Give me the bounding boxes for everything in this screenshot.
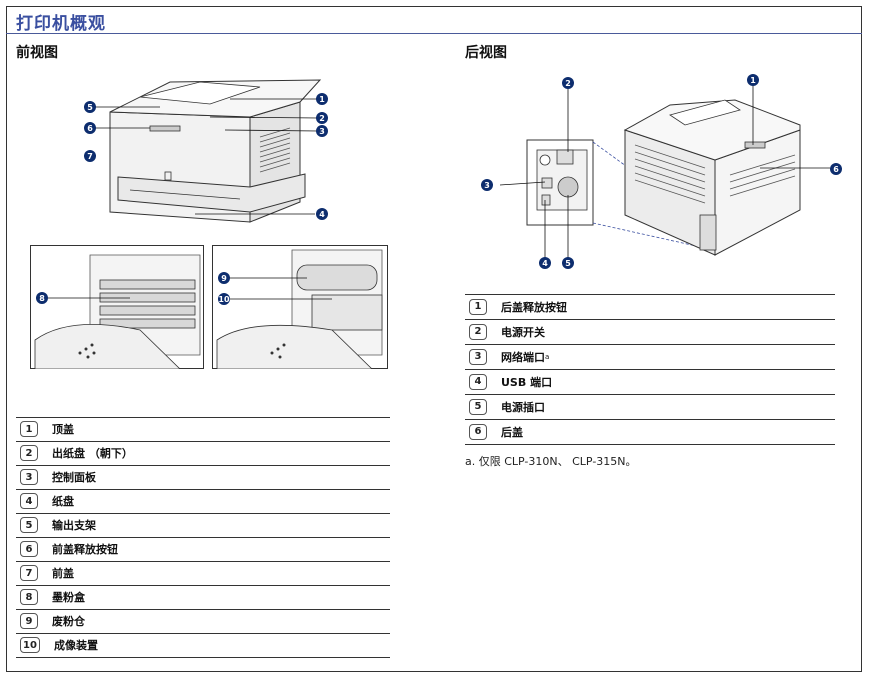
- legend-number: 1: [20, 421, 38, 437]
- front-callout-8: 8: [36, 292, 48, 304]
- legend-label: 顶盖: [52, 423, 74, 436]
- legend-number: 7: [20, 565, 38, 581]
- rear-callout-2: 2: [562, 77, 574, 89]
- legend-label: 输出支架: [52, 519, 96, 532]
- legend-row: 6 后盖: [465, 419, 835, 445]
- rear-view-heading: 后视图: [465, 45, 507, 61]
- imaging-unit-detail-illustration: [212, 245, 388, 369]
- legend-label: 电源插口: [501, 400, 545, 414]
- legend-row: 1 后盖释放按钮: [465, 294, 835, 320]
- legend-number: 5: [20, 517, 38, 533]
- legend-row: 5 输出支架: [16, 513, 390, 538]
- front-legend-table: 1 顶盖 2 出纸盘 （朝下） 3 控制面板 4 纸盘 5 输出支架 6 前盖释放按钮 7 前…: [16, 417, 390, 659]
- rear-callout-5: 5: [562, 257, 574, 269]
- page-frame: [6, 6, 862, 672]
- front-callout-7: 7: [84, 150, 96, 162]
- legend-number: 1: [469, 298, 487, 315]
- front-callout-3: 3: [316, 125, 328, 137]
- legend-label: USB 端口: [501, 375, 553, 389]
- legend-row: 3 控制面板: [16, 465, 390, 490]
- front-view-heading: 前视图: [16, 45, 58, 61]
- legend-number: 3: [20, 469, 38, 485]
- toner-detail-illustration: [30, 245, 204, 369]
- legend-row: 10 成像装置: [16, 633, 390, 658]
- legend-row: 9 废粉仓: [16, 609, 390, 634]
- front-callout-6: 6: [84, 122, 96, 134]
- front-callout-5: 5: [84, 101, 96, 113]
- legend-row: 4 USB 端口: [465, 369, 835, 395]
- page-title: 打印机概观: [16, 14, 106, 34]
- legend-number: 6: [20, 541, 38, 557]
- front-callout-10: 10: [218, 293, 230, 305]
- rear-callout-4: 4: [539, 257, 551, 269]
- legend-number: 9: [20, 613, 38, 629]
- rear-callout-3: 3: [481, 179, 493, 191]
- legend-label: 前盖释放按钮: [52, 543, 118, 556]
- front-callout-4: 4: [316, 208, 328, 220]
- legend-number: 10: [20, 637, 40, 653]
- legend-label: 后盖释放按钮: [501, 300, 567, 314]
- legend-row: 7 前盖: [16, 561, 390, 586]
- legend-label: 控制面板: [52, 471, 96, 484]
- legend-number: 2: [469, 323, 487, 340]
- legend-number: 3: [469, 348, 487, 365]
- legend-number: 4: [20, 493, 38, 509]
- legend-row: 4 纸盘: [16, 489, 390, 514]
- legend-label: 后盖: [501, 425, 523, 439]
- legend-row: 2 电源开关: [465, 319, 835, 345]
- front-printer-illustration: [90, 79, 322, 223]
- legend-number: 4: [469, 373, 487, 390]
- legend-label: 前盖: [52, 567, 74, 580]
- legend-label: 成像装置: [54, 639, 98, 652]
- legend-number: 6: [469, 423, 487, 440]
- rear-printer-illustration: [500, 85, 830, 258]
- legend-label: 电源开关: [501, 325, 545, 339]
- rear-callout-6: 6: [830, 163, 842, 175]
- rear-callout-1: 1: [747, 74, 759, 86]
- legend-number: 5: [469, 398, 487, 415]
- legend-label: 出纸盘 （朝下）: [52, 447, 133, 460]
- title-bar: [6, 6, 862, 34]
- legend-row: 1 顶盖: [16, 417, 390, 442]
- legend-row: 6 前盖释放按钮: [16, 537, 390, 562]
- legend-number: 2: [20, 445, 38, 461]
- legend-label: 纸盘: [52, 495, 74, 508]
- legend-row: 5 电源插口: [465, 394, 835, 420]
- front-callout-9: 9: [218, 272, 230, 284]
- front-callout-2: 2: [316, 112, 328, 124]
- legend-row: 2 出纸盘 （朝下）: [16, 441, 390, 466]
- legend-label: 废粉仓: [52, 615, 85, 628]
- legend-label: 网络端口: [501, 350, 545, 364]
- legend-number: 8: [20, 589, 38, 605]
- footnote: a. 仅限 CLP-310N、 CLP-315N。: [465, 455, 637, 468]
- front-callout-1: 1: [316, 93, 328, 105]
- legend-label: 墨粉盒: [52, 591, 85, 604]
- footnote-marker: a: [545, 352, 550, 361]
- legend-row: 8 墨粉盒: [16, 585, 390, 610]
